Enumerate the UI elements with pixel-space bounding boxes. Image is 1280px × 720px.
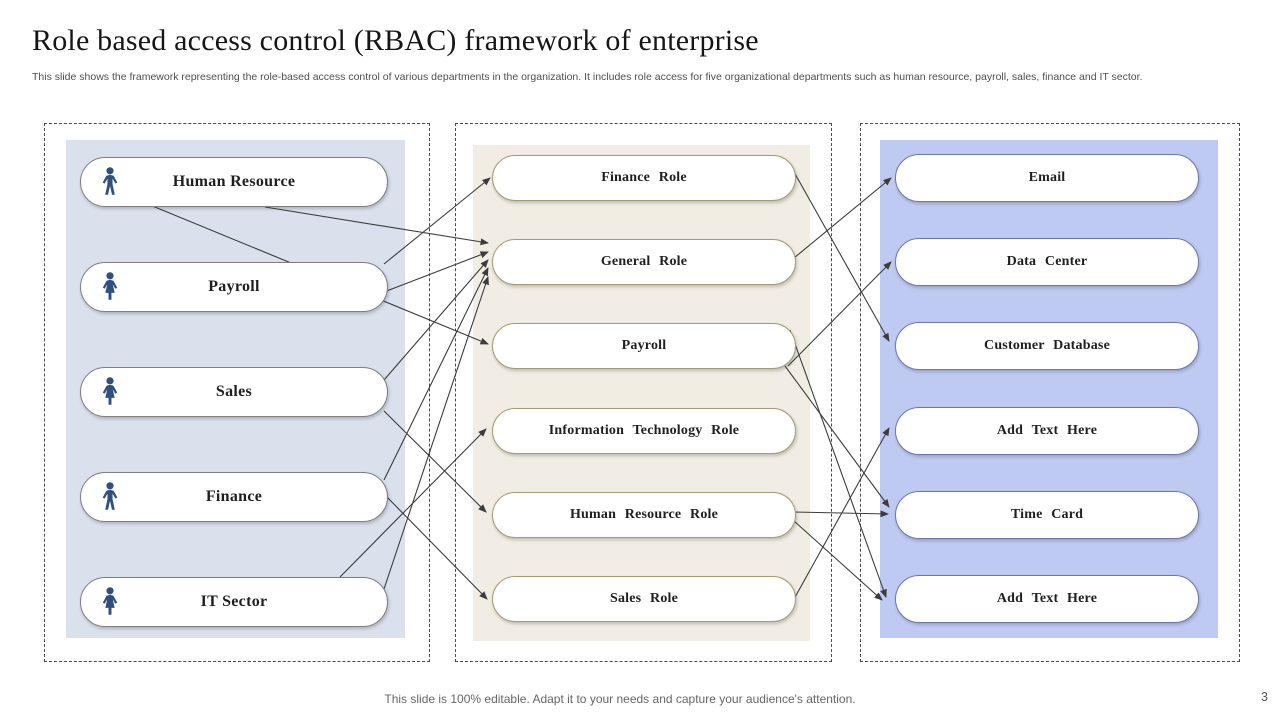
person-male-icon: [102, 167, 118, 195]
resource-pill[interactable]: Email: [895, 154, 1199, 202]
person-male-icon: [102, 482, 118, 510]
role-pill-label: Finance Role: [601, 170, 687, 185]
department-pill[interactable]: Payroll: [80, 262, 388, 312]
role-pill-label: General Role: [600, 254, 688, 269]
resource-pill-label: Add Text Here: [996, 591, 1098, 606]
role-pill[interactable]: Sales Role: [492, 576, 796, 622]
resource-pill-label: Data Center: [1006, 254, 1088, 269]
resource-pill-label: Time Card: [1010, 507, 1084, 522]
person-female-icon: [102, 377, 118, 405]
resource-pill[interactable]: Time Card: [895, 491, 1199, 539]
department-pill[interactable]: Human Resource: [80, 157, 388, 207]
resource-pill-label: Add Text Here: [996, 423, 1098, 438]
department-pill-label: IT Sector: [200, 593, 268, 610]
footer-note: This slide is 100% editable. Adapt it to…: [384, 692, 856, 706]
role-pill-label: Payroll: [621, 338, 667, 353]
role-pill-label: Human Resource Role: [569, 507, 719, 522]
page-number: 3: [1261, 690, 1268, 704]
resource-pill[interactable]: Add Text Here: [895, 407, 1199, 455]
role-pill[interactable]: Payroll: [492, 323, 796, 369]
page-title: Role based access control (RBAC) framewo…: [32, 24, 759, 57]
person-female-icon: [102, 587, 118, 615]
roles-panel: [473, 145, 810, 641]
role-pill[interactable]: Information Technology Role: [492, 408, 796, 454]
role-pill-label: Information Technology Role: [548, 423, 740, 438]
role-pill-label: Sales Role: [609, 591, 679, 606]
department-pill-label: Sales: [215, 383, 253, 400]
resources-panel: [880, 140, 1218, 638]
department-pill-label: Human Resource: [172, 173, 296, 190]
resource-pill-label: Email: [1028, 170, 1066, 185]
resource-pill[interactable]: Customer Database: [895, 322, 1199, 370]
role-pill[interactable]: Human Resource Role: [492, 492, 796, 538]
role-pill[interactable]: Finance Role: [492, 155, 796, 201]
department-pill[interactable]: Finance: [80, 472, 388, 522]
page-subtitle: This slide shows the framework represent…: [32, 71, 1143, 83]
resource-pill[interactable]: Data Center: [895, 238, 1199, 286]
role-pill[interactable]: General Role: [492, 239, 796, 285]
department-pill-label: Payroll: [208, 278, 260, 295]
resource-pill-label: Customer Database: [984, 338, 1110, 353]
department-pill-label: Finance: [205, 488, 263, 505]
department-pill[interactable]: Sales: [80, 367, 388, 417]
department-pill[interactable]: IT Sector: [80, 577, 388, 627]
resource-pill[interactable]: Add Text Here: [895, 575, 1199, 623]
person-female-icon: [102, 272, 118, 300]
